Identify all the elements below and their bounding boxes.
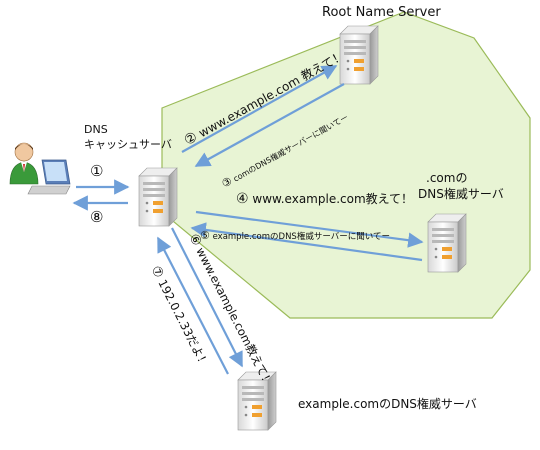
arrow-step-6 [171, 227, 243, 368]
dns-cache-label-line2: キャッシュサーバ [84, 138, 172, 151]
arrow-step-4 [195, 210, 424, 248]
step-5-number: ⑤ [200, 229, 210, 242]
com-server-label-line2: DNS権威サーバ [418, 187, 504, 201]
client-pc-icon[interactable] [9, 142, 71, 195]
root-name-server-icon[interactable] [339, 25, 379, 85]
step-4-number: ④ [236, 191, 249, 207]
dns-cache-server-icon[interactable] [138, 167, 178, 227]
com-dns-server-icon[interactable] [427, 213, 467, 273]
step-8-number: ⑧ [90, 208, 104, 226]
example-server-label: example.comのDNS権威サーバ [298, 397, 477, 411]
arrow-step-3 [194, 83, 345, 167]
root-server-label: Root Name Server [322, 5, 441, 20]
arrow-step-7 [157, 236, 229, 375]
step-4-label: ④ www.example.com教えて！ [236, 192, 413, 206]
com-server-label-line1: .comの [426, 171, 468, 185]
dns-cache-label-line1: DNS [84, 123, 108, 136]
step-1-number: ① [90, 162, 104, 180]
arrow-step-2 [181, 65, 338, 153]
step-4-text: www.example.com教えて！ [252, 192, 414, 206]
step-5-text: example.comのDNS権威サーバーに聞いてー [212, 232, 390, 242]
arrow-step-5 [190, 222, 423, 262]
step-5-label: ⑤ example.comのDNS権威サーバーに聞いてー [200, 230, 390, 242]
